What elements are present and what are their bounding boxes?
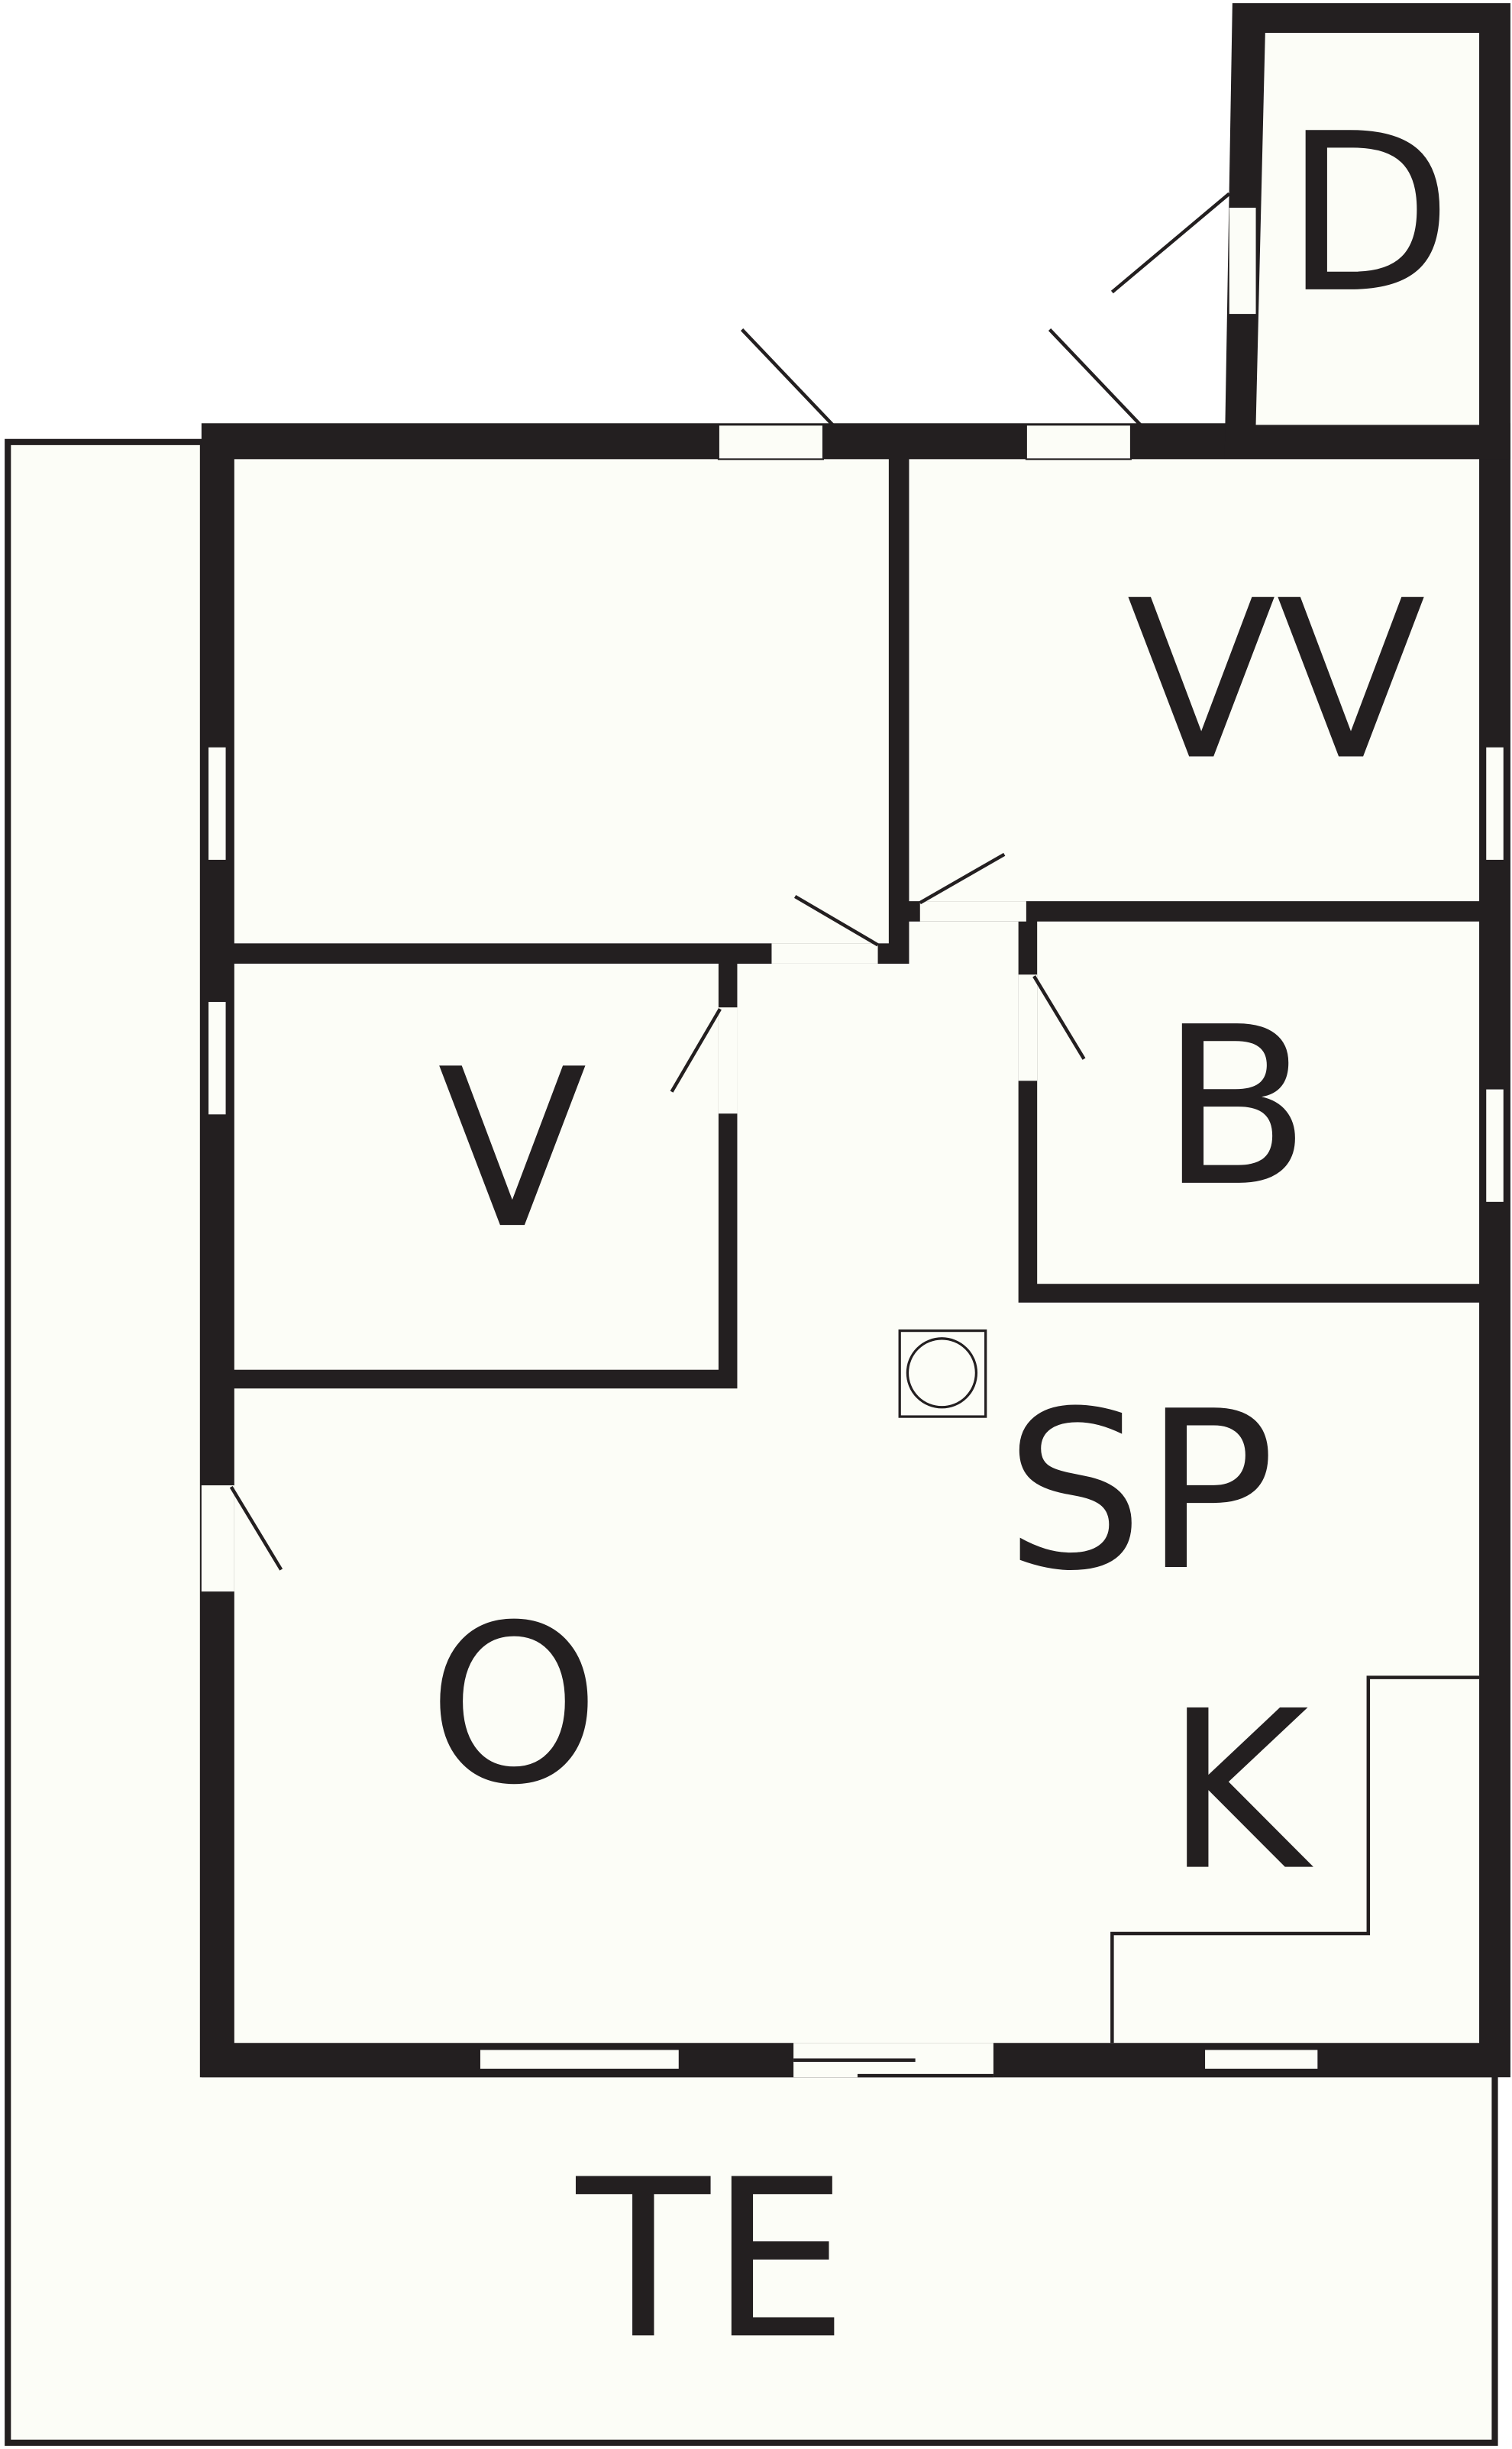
- room-label-d: D: [1284, 86, 1453, 341]
- window-bottom-right: [1203, 2048, 1320, 2071]
- living-area-floor: [234, 921, 1480, 2044]
- window-bottom-left: [478, 2048, 680, 2071]
- door-swing-bedroom: [794, 895, 879, 947]
- door-opening-side: [201, 1485, 234, 1592]
- room-b-floor: [1037, 921, 1480, 1284]
- kitchen-counter: [1110, 1675, 1480, 2044]
- room-label-v: V: [438, 1022, 588, 1277]
- room-label-te: TE: [573, 2132, 848, 2387]
- room-label-vv: VV: [1126, 553, 1426, 808]
- door-swings: [229, 192, 1231, 2078]
- room-vv-floor: [909, 459, 1480, 902]
- window-right-upper: [1485, 745, 1505, 861]
- door-swing-vv: [919, 852, 1006, 905]
- door-swing-side: [229, 1485, 283, 1571]
- window-left-lower: [207, 1000, 228, 1116]
- door-opening-vv: [919, 901, 1026, 922]
- storage-d-floor: [1255, 32, 1480, 425]
- door-swing-top-right: [1048, 328, 1143, 428]
- door-swing-v: [670, 1008, 722, 1093]
- stove-icon: [898, 1329, 987, 1418]
- room-label-b: B: [1161, 980, 1310, 1235]
- door-opening-bedroom: [771, 943, 878, 964]
- room-v-floor: [234, 963, 719, 1370]
- door-opening-v: [718, 1007, 738, 1114]
- room-label-sp: SP: [1005, 1364, 1275, 1619]
- door-swing-top-left: [740, 328, 835, 428]
- window-top-left: [717, 424, 824, 460]
- bedroom-floor: [234, 459, 889, 944]
- door-swing-b: [1032, 975, 1086, 1060]
- window-top-right: [1025, 424, 1132, 460]
- room-label-k: K: [1165, 1664, 1316, 1919]
- interior-floors: [234, 32, 1480, 2044]
- door-opening-b: [1018, 974, 1038, 1081]
- window-left-upper: [207, 745, 228, 861]
- door-opening-storage: [1229, 208, 1256, 315]
- window-right-lower: [1485, 1087, 1505, 1203]
- room-label-o: O: [428, 1578, 599, 1833]
- door-swing-storage: [1110, 192, 1231, 294]
